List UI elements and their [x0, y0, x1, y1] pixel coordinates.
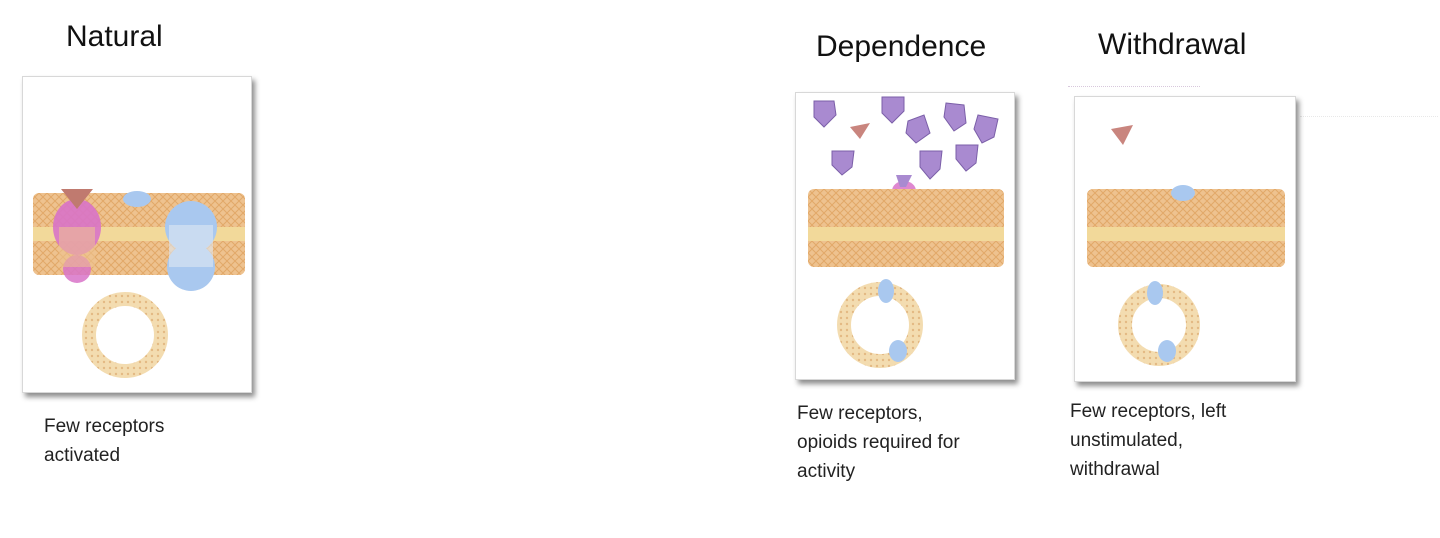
caption-withdrawal: Few receptors, left unstimulated, withdr…: [1070, 397, 1226, 484]
caption-line: Few receptors: [44, 416, 165, 437]
panel-title-dependence: Dependence: [816, 30, 987, 63]
panel-title-withdrawal: Withdrawal: [1098, 28, 1247, 61]
natural-diagram: [22, 76, 252, 393]
panel-title-natural: Natural: [66, 20, 163, 53]
cell-membrane: [1087, 189, 1285, 267]
receptor-blue: [1171, 185, 1195, 201]
divider-line: [1068, 86, 1200, 87]
vesicle: [82, 292, 168, 378]
caption-natural: Few receptors activated: [44, 412, 164, 470]
caption-line: unstimulated,: [1070, 430, 1184, 451]
caption-line: Few receptors, left: [1070, 401, 1227, 422]
vesicle: [1118, 281, 1200, 366]
caption-line: withdrawal: [1070, 459, 1160, 480]
withdrawal-diagram: [1074, 96, 1296, 382]
cell-membrane: [808, 189, 1004, 267]
ligand-triangle: [850, 123, 870, 139]
receptor-blue: [123, 191, 217, 291]
dependence-diagram: [795, 92, 1015, 380]
divider-line: [1300, 116, 1438, 117]
opioid-molecules: [813, 96, 999, 180]
caption-dependence: Few receptors, opioids required for acti…: [797, 399, 960, 486]
caption-line: opioids required for: [797, 432, 960, 453]
ligand-triangle: [1111, 125, 1133, 145]
caption-line: Few receptors,: [797, 403, 923, 424]
vesicle: [837, 279, 923, 368]
receptor-pink: [53, 189, 101, 283]
caption-line: activity: [797, 461, 856, 482]
caption-line: activated: [44, 445, 121, 466]
